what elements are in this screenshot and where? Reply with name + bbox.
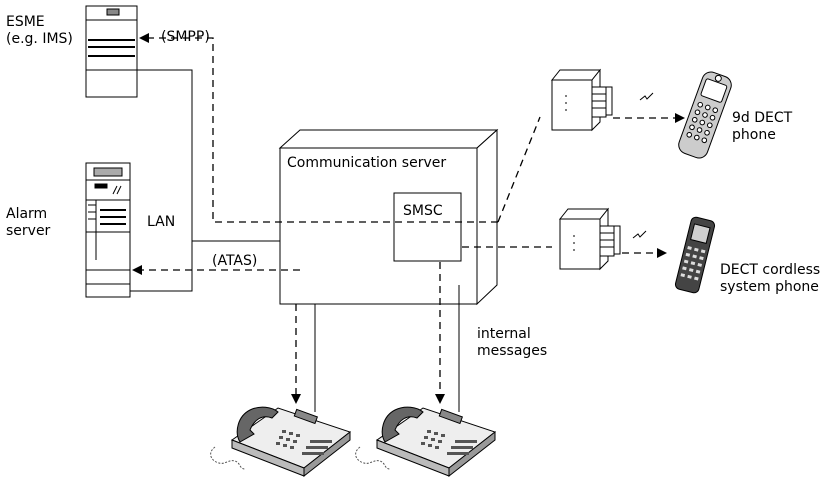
desk-phone-2-icon — [355, 406, 497, 478]
dect-cordless-phone-icon — [674, 216, 716, 294]
dect-cordless-phone-label: DECT cordless system phone — [720, 262, 820, 296]
desk-phone-2-link — [435, 262, 460, 412]
esme-label: ESME (e.g. IMS) — [6, 14, 73, 48]
esme-label-line-2: (e.g. IMS) — [6, 31, 73, 47]
esme-label-line-1: ESME — [6, 14, 45, 30]
dect-9d-phone-icon — [678, 71, 732, 159]
dect-base-station-1-icon — [550, 68, 654, 132]
dect-cordless-label-line-1: DECT cordless — [720, 262, 821, 278]
esme-server-icon — [85, 5, 138, 98]
dect-9d-link — [497, 116, 541, 223]
alarm-server-label-line-1: Alarm — [6, 206, 48, 222]
internal-messages-line-1: internal — [477, 326, 531, 342]
desk-phone-1-link — [291, 304, 316, 412]
communication-server-label: Communication server — [287, 155, 447, 171]
alarm-server-icon — [85, 162, 131, 298]
dect-9d-phone-label: 9d DECT phone — [732, 110, 792, 144]
internal-messages-label: internal messages — [477, 326, 547, 360]
dect-9d-label-line-1: 9d DECT — [732, 110, 793, 126]
atas-label: (ATAS) — [212, 253, 258, 269]
alarm-server-label-line-2: server — [6, 223, 51, 239]
smsc-label: SMSC — [403, 203, 443, 219]
dect-cordless-label-line-2: system phone — [720, 279, 819, 295]
smpp-label: (SMPP) — [161, 29, 210, 45]
internal-messages-line-2: messages — [477, 343, 548, 359]
smsc-box — [393, 192, 462, 262]
alarm-server-label: Alarm server — [6, 206, 50, 240]
lan-label: LAN — [147, 214, 176, 230]
dect-base-station-2-icon — [558, 207, 647, 271]
desk-phone-1-icon — [210, 406, 352, 478]
dect-9d-label-line-2: phone — [732, 127, 776, 143]
smpp-link — [139, 33, 498, 223]
